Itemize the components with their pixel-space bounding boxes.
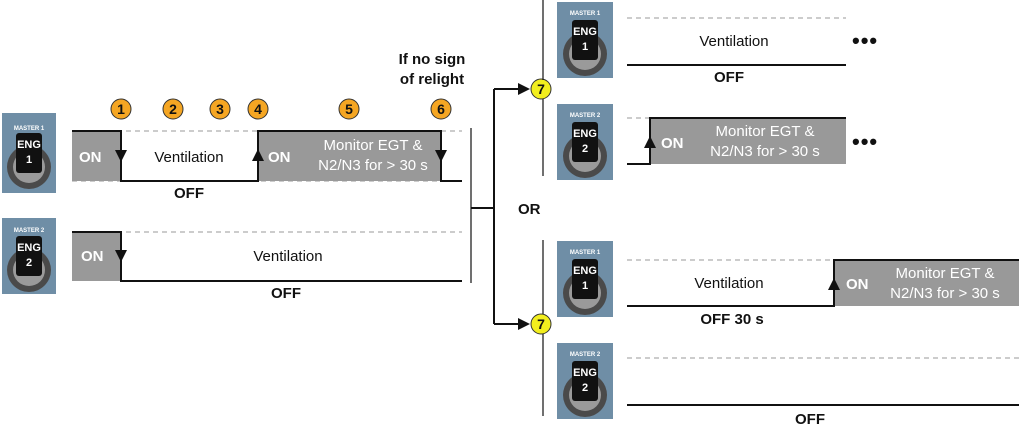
- monitor-label-line1: Monitor EGT &: [716, 123, 815, 140]
- svg-text:2: 2: [26, 257, 32, 269]
- switch-eng1-top-right[interactable]: MASTER 1 ENG 1: [557, 2, 613, 78]
- ventilation-label: Ventilation: [154, 149, 223, 166]
- monitor-label-line1: Monitor EGT &: [896, 265, 995, 282]
- off-label: OFF: [795, 411, 825, 428]
- off-label: OFF: [174, 185, 204, 202]
- on-label: ON: [846, 276, 869, 293]
- branch-connector: OR: [470, 83, 541, 330]
- on-block-eng1: [72, 131, 121, 181]
- svg-text:MASTER 1: MASTER 1: [570, 250, 601, 256]
- off-label: OFF: [271, 285, 301, 302]
- step-badge-6: 6: [430, 98, 452, 120]
- continuation-dots: •••: [852, 129, 878, 154]
- svg-text:6: 6: [437, 101, 445, 117]
- arrow-right-icon: [518, 318, 530, 330]
- svg-text:ENG: ENG: [573, 367, 597, 379]
- continuation-dots: •••: [852, 28, 878, 53]
- monitor-block-eng1-b: [834, 260, 1019, 306]
- arrow-up-icon: [644, 136, 656, 148]
- svg-text:2: 2: [169, 101, 177, 117]
- step-badge-1: 1: [110, 98, 132, 120]
- arrow-down-icon: [115, 150, 127, 162]
- monitor-block-eng1: [258, 131, 441, 181]
- on-label: ON: [661, 135, 684, 152]
- off-30s-label: OFF 30 s: [700, 311, 763, 328]
- svg-text:5: 5: [345, 101, 353, 117]
- monitor-label-line2: N2/N3 for > 30 s: [318, 157, 428, 174]
- relight-label-line2: of relight: [400, 71, 464, 88]
- arrow-up-icon: [828, 278, 840, 290]
- svg-text:MASTER 1: MASTER 1: [14, 126, 45, 132]
- svg-text:4: 4: [254, 101, 262, 117]
- step-badge-7-bottom: 7: [530, 313, 552, 335]
- switch-eng2-bottom-right[interactable]: MASTER 2 ENG 2: [557, 343, 613, 419]
- ventilation-label: Ventilation: [694, 275, 763, 292]
- svg-text:ENG: ENG: [573, 265, 597, 277]
- svg-text:MASTER 2: MASTER 2: [570, 352, 601, 358]
- svg-text:2: 2: [582, 382, 588, 394]
- step-badge-4: 4: [247, 98, 269, 120]
- svg-text:3: 3: [216, 101, 224, 117]
- arrow-up-icon: [252, 149, 264, 161]
- svg-text:1: 1: [582, 280, 588, 292]
- step-badge-7-top: 7: [530, 78, 552, 100]
- svg-text:2: 2: [582, 143, 588, 155]
- timeline-eng2-left: ON Ventilation OFF: [72, 231, 462, 302]
- timeline-eng1-bottom-right: Ventilation ON Monitor EGT & N2/N3 for >…: [627, 259, 1019, 328]
- switch-eng2-top-right[interactable]: MASTER 2 ENG 2: [557, 104, 613, 180]
- switch-eng1-bottom-right[interactable]: MASTER 1 ENG 1: [557, 241, 613, 317]
- svg-text:7: 7: [537, 81, 545, 97]
- step-badge-3: 3: [209, 98, 231, 120]
- on-label: ON: [79, 149, 102, 166]
- ventilation-label: Ventilation: [699, 33, 768, 50]
- timeline-eng2-bottom-right: OFF: [627, 357, 1019, 428]
- svg-text:ENG: ENG: [17, 242, 41, 254]
- monitor-block-eng2: [650, 118, 846, 164]
- svg-text:MASTER 2: MASTER 2: [14, 228, 45, 234]
- timeline-eng1-left: ON ON Ventilation Monitor EGT & N2/N3 fo…: [72, 130, 462, 202]
- arrow-right-icon: [518, 83, 530, 95]
- on-label: ON: [81, 248, 104, 265]
- or-label: OR: [518, 201, 541, 218]
- switch-eng1-left[interactable]: MASTER 1 ENG 1: [2, 113, 56, 193]
- monitor-label-line1: Monitor EGT &: [324, 137, 423, 154]
- off-label: OFF: [714, 69, 744, 86]
- svg-text:MASTER 2: MASTER 2: [570, 113, 601, 119]
- step-badge-5: 5: [338, 98, 360, 120]
- svg-text:MASTER 1: MASTER 1: [570, 11, 601, 17]
- step-badges: 1 2 3 4 5 6: [110, 98, 452, 120]
- svg-text:ENG: ENG: [573, 26, 597, 38]
- step-badge-2: 2: [162, 98, 184, 120]
- arrow-down-icon: [435, 150, 447, 162]
- ventilation-label: Ventilation: [253, 248, 322, 265]
- svg-text:1: 1: [26, 154, 32, 166]
- on-block-eng2: [72, 232, 121, 281]
- timeline-eng2-top-right: ON Monitor EGT & N2/N3 for > 30 s •••: [627, 117, 878, 165]
- svg-text:ENG: ENG: [573, 128, 597, 140]
- svg-text:1: 1: [582, 41, 588, 53]
- svg-text:7: 7: [537, 316, 545, 332]
- relight-label-line1: If no sign: [399, 51, 466, 68]
- timeline-eng1-top-right: Ventilation OFF •••: [627, 17, 878, 86]
- on-label: ON: [268, 149, 291, 166]
- monitor-label-line2: N2/N3 for > 30 s: [710, 143, 820, 160]
- svg-text:ENG: ENG: [17, 139, 41, 151]
- switch-eng2-left[interactable]: MASTER 2 ENG 2: [2, 218, 56, 294]
- svg-text:1: 1: [117, 101, 125, 117]
- monitor-label-line2: N2/N3 for > 30 s: [890, 285, 1000, 302]
- arrow-down-icon: [115, 250, 127, 262]
